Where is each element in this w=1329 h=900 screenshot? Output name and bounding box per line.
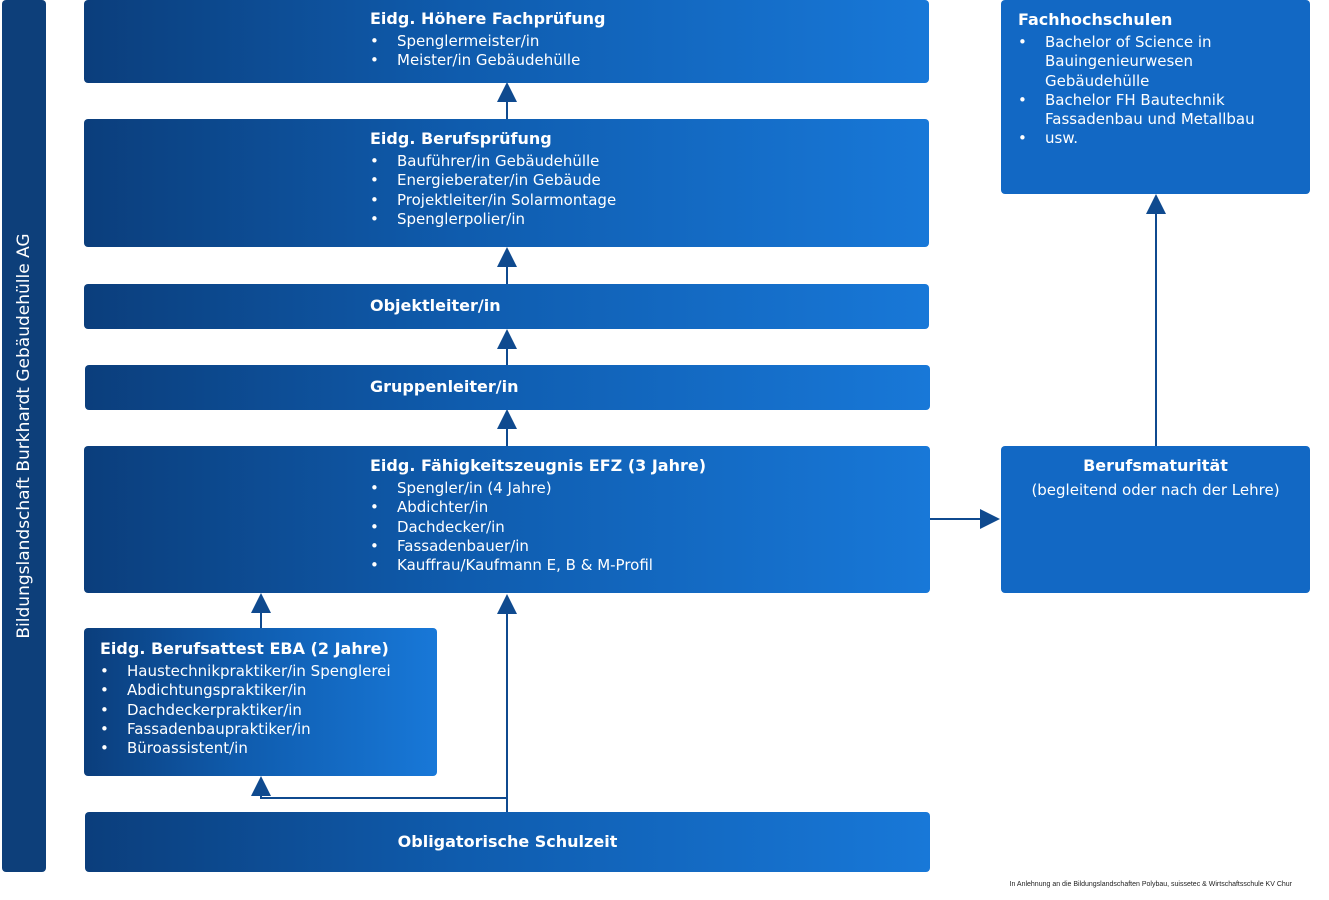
list-item: Dachdecker/in xyxy=(370,518,706,538)
box-efz: Eidg. Fähigkeitszeugnis EFZ (3 Jahre) Sp… xyxy=(84,446,930,593)
list-item: Spengler/in (4 Jahre) xyxy=(370,479,706,499)
list-item: Bachelor of Science in xyxy=(1018,33,1255,53)
box-hoehere-fachpruefung: Eidg. Höhere Fachprüfung Spenglermeister… xyxy=(84,0,929,83)
box-title: Eidg. Höhere Fachprüfung xyxy=(370,9,606,28)
item-list: Spengler/in (4 Jahre) Abdichter/in Dachd… xyxy=(370,479,706,576)
list-item: Haustechnikpraktiker/in Spenglerei xyxy=(100,662,391,682)
list-item: Spenglerpolier/in xyxy=(370,210,616,230)
list-item: Büroassistent/in xyxy=(100,739,391,759)
list-item: usw. xyxy=(1018,129,1255,149)
list-item: Abdichtungspraktiker/in xyxy=(100,681,391,701)
list-item-continuation: Bauingenieurwesen xyxy=(1045,52,1194,71)
list-item: Projektleiter/in Solarmontage xyxy=(370,191,616,211)
item-list: Bauführer/in Gebäudehülle Energieberater… xyxy=(370,152,616,229)
source-footnote: In Anlehnung an die Bildungslandschaften… xyxy=(1009,881,1293,888)
box-fachhochschulen: Fachhochschulen Bachelor of Science in B… xyxy=(1001,0,1310,194)
list-item: Fassadenbaupraktiker/in xyxy=(100,720,391,740)
box-title: Gruppenleiter/in xyxy=(370,377,519,396)
box-title: Eidg. Fähigkeitszeugnis EFZ (3 Jahre) xyxy=(370,456,707,475)
list-item: Dachdeckerpraktiker/in xyxy=(100,701,391,721)
sidebar-banner: Bildungslandschaft Burkhardt Gebäudehüll… xyxy=(2,0,46,872)
item-list: Spenglermeister/in Meister/in Gebäudehül… xyxy=(370,32,606,71)
item-list: Haustechnikpraktiker/in Spenglerei Abdic… xyxy=(100,662,391,759)
box-schulzeit: Obligatorische Schulzeit xyxy=(85,812,930,872)
box-gruppenleiter: Gruppenleiter/in xyxy=(85,365,930,410)
box-title: Fachhochschulen xyxy=(1018,10,1173,29)
box-title: Objektleiter/in xyxy=(370,296,501,315)
item-list: Bachelor of Science in Bauingenieurwesen… xyxy=(1018,33,1255,149)
box-subtitle: (begleitend oder nach der Lehre) xyxy=(1031,481,1280,499)
list-item-continuation: Fassadenbau und Metallbau xyxy=(1045,110,1255,129)
box-berufspruefung: Eidg. Berufsprüfung Bauführer/in Gebäude… xyxy=(84,119,929,247)
box-title: Eidg. Berufsprüfung xyxy=(370,129,552,148)
list-item: Spenglermeister/in xyxy=(370,32,606,52)
list-item: Fassadenbauer/in xyxy=(370,537,706,557)
box-title: Obligatorische Schulzeit xyxy=(397,832,618,851)
list-item: Kauffrau/Kaufmann E, B & M-Profil xyxy=(370,556,706,576)
list-item: Meister/in Gebäudehülle xyxy=(370,51,606,71)
box-title: Eidg. Berufsattest EBA (2 Jahre) xyxy=(100,639,389,658)
box-berufsmaturitaet: Berufsmaturität (begleitend oder nach de… xyxy=(1001,446,1310,593)
list-item: Abdichter/in xyxy=(370,498,706,518)
list-item: Bachelor FH Bautechnik xyxy=(1018,91,1255,111)
list-item-continuation: Gebäudehülle xyxy=(1045,71,1150,90)
box-objektleiter: Objektleiter/in xyxy=(84,284,929,329)
box-eba: Eidg. Berufsattest EBA (2 Jahre) Haustec… xyxy=(84,628,437,776)
box-title: Berufsmaturität xyxy=(1083,456,1228,475)
arrow-schulzeit-to-eba xyxy=(251,776,507,799)
list-item: Energieberater/in Gebäude xyxy=(370,171,616,191)
list-item: Bauführer/in Gebäudehülle xyxy=(370,152,616,172)
